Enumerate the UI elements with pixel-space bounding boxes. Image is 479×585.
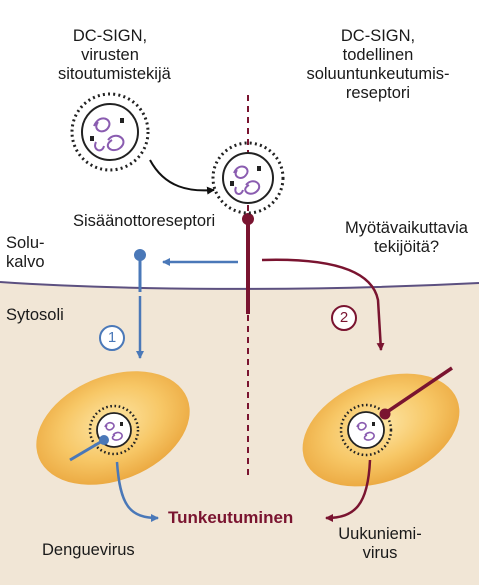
uukuniemi-line-1: Uukuniemi- (338, 525, 422, 543)
dengue-label: Denguevirus (42, 541, 135, 559)
membrane-line-1: Solu- (6, 234, 45, 252)
red-arrow-path (261, 258, 385, 351)
dcsign-entry-line-1: DC-SIGN, (340, 27, 416, 45)
dcsign-entry-label: DC-SIGN, todellinen soluuntunkeutumis- r… (296, 27, 460, 103)
uukuniemi-label: Uukuniemi- virus (330, 525, 430, 563)
penetration-label: Tunkeutuminen (168, 508, 294, 527)
dcsign-entry-line-2: todellinen (342, 46, 414, 64)
cofactors-line-1: Myötävaikuttavia (345, 219, 468, 237)
dcsign-binding-line-3: sitoutumistekijä (58, 65, 171, 83)
virus-endosome-right (339, 403, 393, 457)
cell-membrane (0, 281, 479, 290)
dcsign-binding-line-1: DC-SIGN, (72, 27, 148, 45)
dcsign-entry-line-4: reseptori (345, 84, 411, 102)
membrane-label: Solu- kalvo (6, 234, 45, 272)
dcsign-binding-line-2: virusten (81, 46, 139, 64)
cofactors-label: Myötävaikuttavia tekijöitä? (334, 219, 479, 257)
dengue-penetration-arrow (115, 461, 159, 522)
step-2-number: 2 (339, 309, 349, 326)
uptake-receptor-head (134, 249, 146, 261)
step-1-number: 1 (107, 329, 117, 346)
cytosol-label: Sytosoli (6, 306, 64, 324)
dcsign-receptor-endosome (383, 366, 453, 416)
cofactors-line-2: tekijöitä? (373, 238, 440, 256)
step-2-circle (331, 305, 357, 331)
virus-bound (211, 141, 285, 215)
uptake-receptor-endosome-head (99, 435, 109, 445)
dcsign-binding-label: DC-SIGN, virusten sitoutumistekijä (58, 27, 171, 84)
cytosol-region (0, 282, 479, 585)
dcsign-entry-line-3: soluuntunkeutumis- (306, 65, 450, 83)
uptake-receptor-label: Sisäänottoreseptori (73, 212, 216, 230)
dcsign-receptor-head (242, 213, 254, 225)
binding-arrow (149, 159, 215, 195)
membrane-line-2: kalvo (6, 253, 45, 271)
virus-free (70, 92, 150, 172)
dcsign-receptor-endosome-head (379, 408, 391, 420)
uukuniemi-penetration-arrow (325, 459, 372, 522)
uukuniemi-line-2: virus (362, 544, 398, 562)
uptake-receptor-endosome (69, 438, 105, 462)
step-1-circle (99, 325, 125, 351)
